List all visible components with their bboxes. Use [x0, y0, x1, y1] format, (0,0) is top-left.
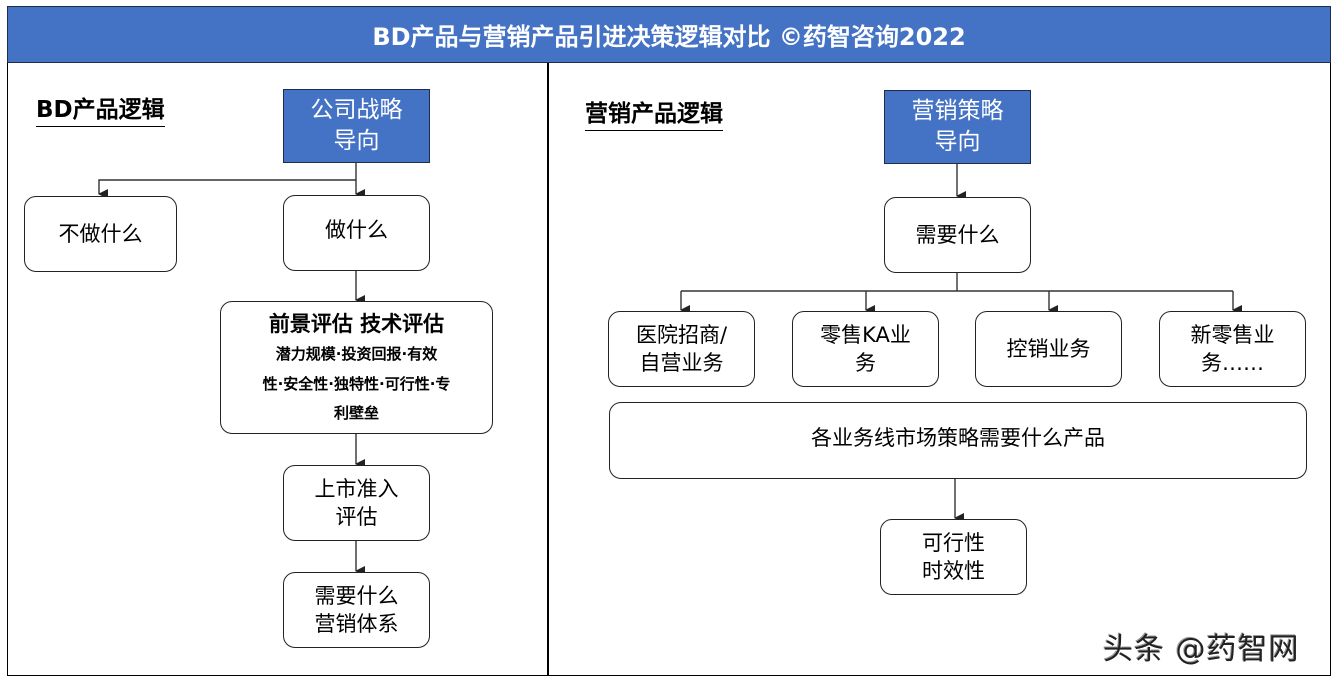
marketing-root-node: 营销策略 导向 — [884, 90, 1031, 164]
marketing-system-node: 需要什么 营销体系 — [283, 572, 430, 648]
business-hospital-line2: 自营业务 — [639, 351, 724, 375]
not-do-node: 不做什么 — [24, 196, 177, 272]
feasibility-node: 可行性 时效性 — [880, 519, 1027, 595]
marketing-root-line2: 导向 — [934, 129, 981, 155]
business-node-new-retail: 新零售业 务…… — [1159, 311, 1306, 387]
business-retail-ka-line1: 零售KA业 — [820, 323, 911, 347]
evaluation-node: 前景评估 技术评估 潜力规模·投资回报·有效 性·安全性·独特性·可行性·专 利… — [220, 301, 493, 434]
business-hospital-line1: 医院招商/ — [635, 323, 728, 347]
business-node-hospital: 医院招商/ 自营业务 — [608, 311, 755, 387]
marketing-system-line2: 营销体系 — [314, 612, 399, 636]
evaluation-criteria-1: 潜力规模·投资回报·有效 — [275, 345, 438, 363]
bd-root-line1: 公司战略 — [310, 97, 403, 123]
bd-section-title: BD产品逻辑 — [36, 96, 165, 127]
do-node: 做什么 — [283, 195, 430, 271]
business-controlled-sales-line1: 控销业务 — [1006, 337, 1091, 361]
feasibility-line2: 时效性 — [922, 559, 985, 583]
watermark: 头条 @药智网 — [1103, 632, 1300, 667]
business-node-controlled-sales: 控销业务 — [975, 311, 1122, 387]
need-node: 需要什么 — [884, 197, 1031, 273]
do-label: 做什么 — [325, 218, 388, 242]
business-new-retail-line2: 务…… — [1201, 351, 1264, 375]
evaluation-criteria-2: 性·安全性·独特性·可行性·专 — [262, 375, 451, 393]
page-title: BD产品与营销产品引进决策逻辑对比 ©药智咨询2022 — [7, 6, 1331, 63]
bd-root-line2: 导向 — [333, 128, 380, 154]
need-label: 需要什么 — [915, 223, 1000, 247]
feasibility-line1: 可行性 — [922, 531, 985, 555]
bd-root-node: 公司战略 导向 — [283, 89, 430, 163]
market-access-line2: 评估 — [335, 505, 378, 529]
market-access-node: 上市准入 评估 — [283, 465, 430, 541]
evaluation-title: 前景评估 技术评估 — [268, 312, 445, 336]
marketing-system-line1: 需要什么 — [314, 584, 399, 608]
business-new-retail-line1: 新零售业 — [1190, 323, 1275, 347]
marketing-section-title: 营销产品逻辑 — [585, 100, 723, 131]
product-need-label: 各业务线市场策略需要什么产品 — [811, 425, 1105, 450]
product-need-node: 各业务线市场策略需要什么产品 — [609, 402, 1307, 479]
section-divider — [547, 63, 549, 676]
market-access-line1: 上市准入 — [314, 477, 399, 501]
business-node-retail-ka: 零售KA业 务 — [792, 311, 939, 387]
business-retail-ka-line2: 务 — [855, 351, 876, 375]
evaluation-criteria-3: 利壁垒 — [333, 404, 379, 422]
not-do-label: 不做什么 — [58, 222, 143, 246]
marketing-root-line1: 营销策略 — [911, 98, 1004, 124]
